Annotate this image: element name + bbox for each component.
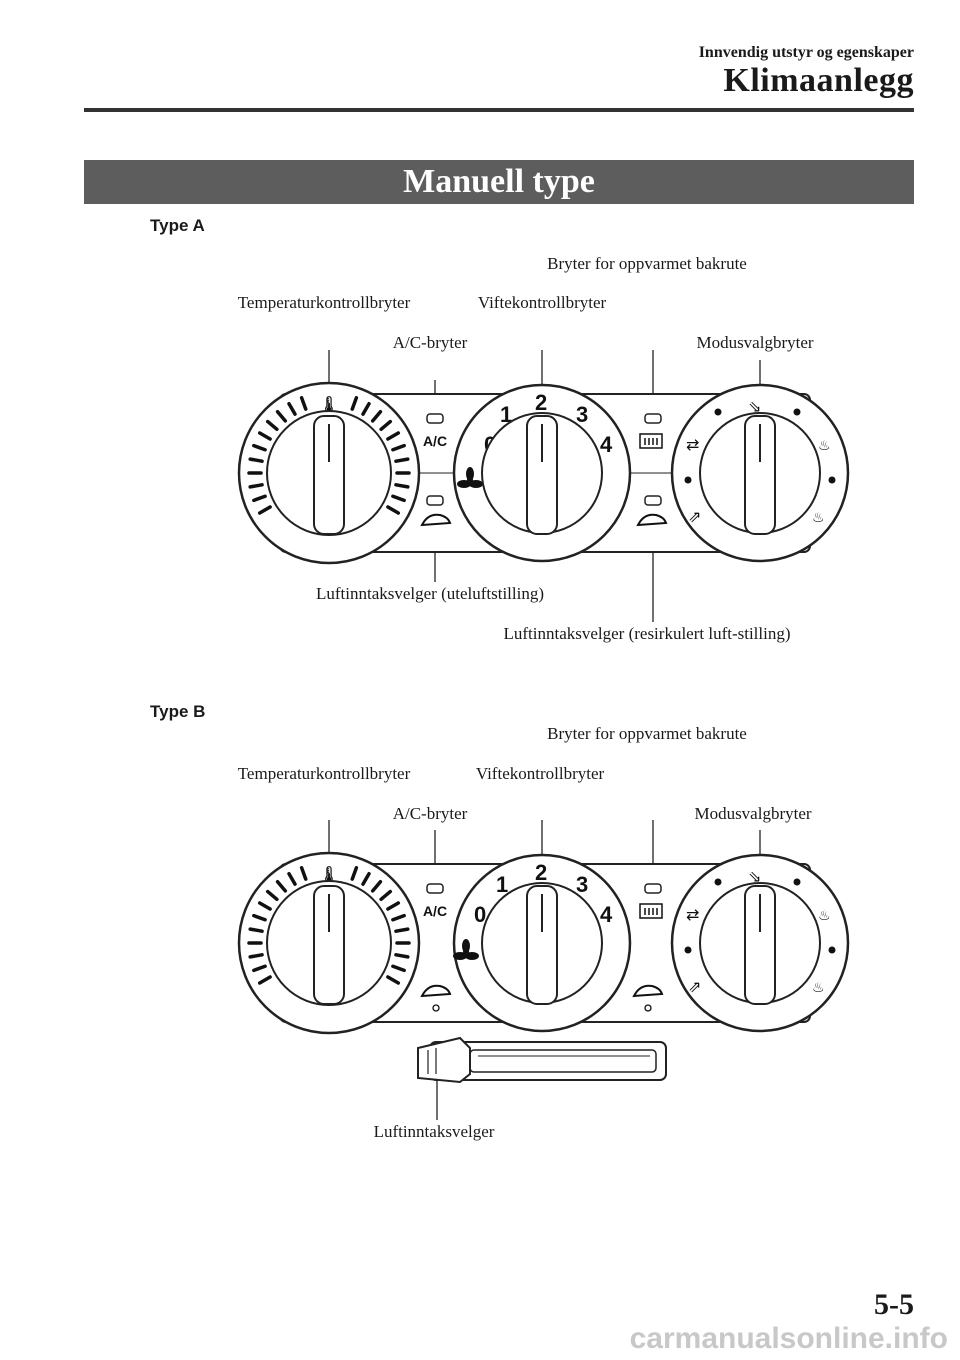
fan-speed-3-a: 3 [576, 402, 588, 427]
watermark: carmanualsonline.info [629, 1322, 948, 1355]
fan-speed-3-b: 3 [576, 872, 588, 897]
fan-speed-2-a: 2 [535, 390, 547, 415]
callout-intake-recirc-a: Luftinntaksvelger (resirkulert luft-stil… [503, 624, 791, 643]
fan-speed-0-b: 0 [474, 902, 486, 927]
header-subtitle: Innvendig utstyr og egenskaper [698, 44, 914, 61]
svg-text:🌡: 🌡 [319, 395, 339, 414]
svg-text:♨: ♨ [818, 908, 831, 924]
svg-text:⇘: ⇘ [748, 397, 761, 416]
callout-mode-b: Modusvalgbryter [694, 804, 812, 823]
section-bar: Manuell type [84, 160, 914, 204]
ac-label-a: A/C [423, 433, 447, 449]
callout-fan-a: Viftekontrollbryter [477, 293, 607, 312]
header-title: Klimaanlegg [723, 62, 914, 99]
rear-defrost-icon-b [639, 903, 663, 919]
callout-rear-defrost-a: Bryter for oppvarmet bakrute [547, 254, 747, 273]
svg-text:⇘: ⇘ [748, 867, 761, 886]
callout-mode-a: Modusvalgbryter [696, 333, 814, 352]
svg-text:⇗: ⇗ [688, 977, 701, 996]
fan-speed-4-a: 4 [600, 432, 613, 457]
type-a-label: Type A [150, 216, 205, 235]
rear-defrost-icon-a [639, 433, 663, 449]
mode-icons-a: ⇘ ⇄ ♨ ⇗ ♨ [684, 397, 836, 526]
svg-text:⇗: ⇗ [688, 507, 701, 526]
callout-intake-outside-a: Luftinntaksvelger (uteluftstilling) [315, 584, 545, 603]
fan-speed-1-a: 1 [500, 402, 512, 427]
ac-label-b: A/C [423, 903, 447, 919]
callout-ac-a: A/C-bryter [392, 333, 468, 352]
type-b-label: Type B [150, 702, 206, 721]
callout-rear-defrost-b: Bryter for oppvarmet bakrute [547, 724, 747, 743]
callout-intake-b: Luftinntaksvelger [373, 1122, 495, 1141]
climate-panel-type-a: 🌡 A/C 0 1 2 3 4 ⇘ ⇄ ♨ ⇗ ♨ [237, 350, 850, 622]
recirc-icon-a [636, 513, 668, 527]
callout-temp-b: Temperaturkontrollbryter [237, 764, 411, 783]
fan-icon-a [457, 467, 483, 488]
svg-text:♨: ♨ [812, 980, 825, 996]
fan-speed-2-b: 2 [535, 860, 547, 885]
page-number: 5-5 [874, 1288, 914, 1321]
svg-text:🌡: 🌡 [319, 865, 339, 884]
fan-speed-4-b: 4 [600, 902, 613, 927]
climate-panel-type-b: 🌡 A/C 0 1 2 3 4 ⇘ ⇄ ♨ ⇗ ♨ [237, 820, 850, 1120]
svg-text:⇄: ⇄ [686, 905, 699, 924]
callout-temp-a: Temperaturkontrollbryter [237, 293, 411, 312]
callout-ac-b: A/C-bryter [392, 804, 468, 823]
svg-text:♨: ♨ [812, 510, 825, 526]
svg-text:♨: ♨ [818, 438, 831, 454]
header-rule [84, 108, 914, 112]
mode-icons-b: ⇘ ⇄ ♨ ⇗ ♨ [684, 867, 836, 996]
fan-speed-1-b: 1 [496, 872, 508, 897]
svg-text:⇄: ⇄ [686, 435, 699, 454]
fan-icon-b [453, 939, 479, 960]
callout-fan-b: Viftekontrollbryter [475, 764, 605, 783]
air-intake-slider-b [417, 1036, 667, 1084]
